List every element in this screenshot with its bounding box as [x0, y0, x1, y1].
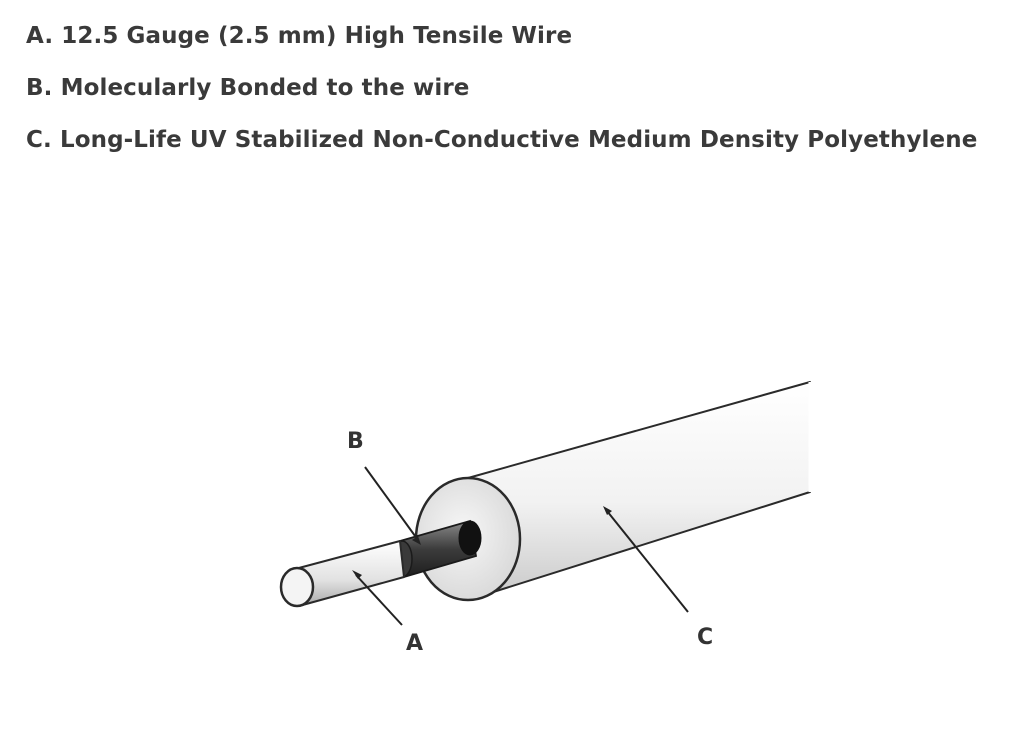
- callout-label-a: A: [406, 631, 423, 656]
- callout-label-c: C: [697, 625, 713, 650]
- legend-letter: B.: [26, 75, 53, 101]
- legend-item-c: C. Long-Life UV Stabilized Non-Conductiv…: [26, 122, 977, 174]
- legend-list: A. 12.5 Gauge (2.5 mm) High Tensile Wire…: [26, 18, 977, 174]
- callout-c: C: [603, 506, 713, 650]
- legend-item-a: A. 12.5 Gauge (2.5 mm) High Tensile Wire: [26, 18, 977, 70]
- polyethylene-jacket: [414, 381, 812, 602]
- callout-label-b: B: [347, 429, 364, 454]
- legend-letter: A.: [26, 23, 54, 49]
- callout-a: A: [352, 570, 423, 656]
- high-tensile-wire: [279, 540, 405, 608]
- callout-b: B: [347, 429, 421, 545]
- legend-item-b: B. Molecularly Bonded to the wire: [26, 70, 977, 122]
- legend-text: Molecularly Bonded to the wire: [60, 75, 470, 101]
- legend-text: Long-Life UV Stabilized Non-Conductive M…: [59, 127, 978, 153]
- legend-letter: C.: [26, 127, 52, 153]
- legend-text: 12.5 Gauge (2.5 mm) High Tensile Wire: [61, 23, 573, 49]
